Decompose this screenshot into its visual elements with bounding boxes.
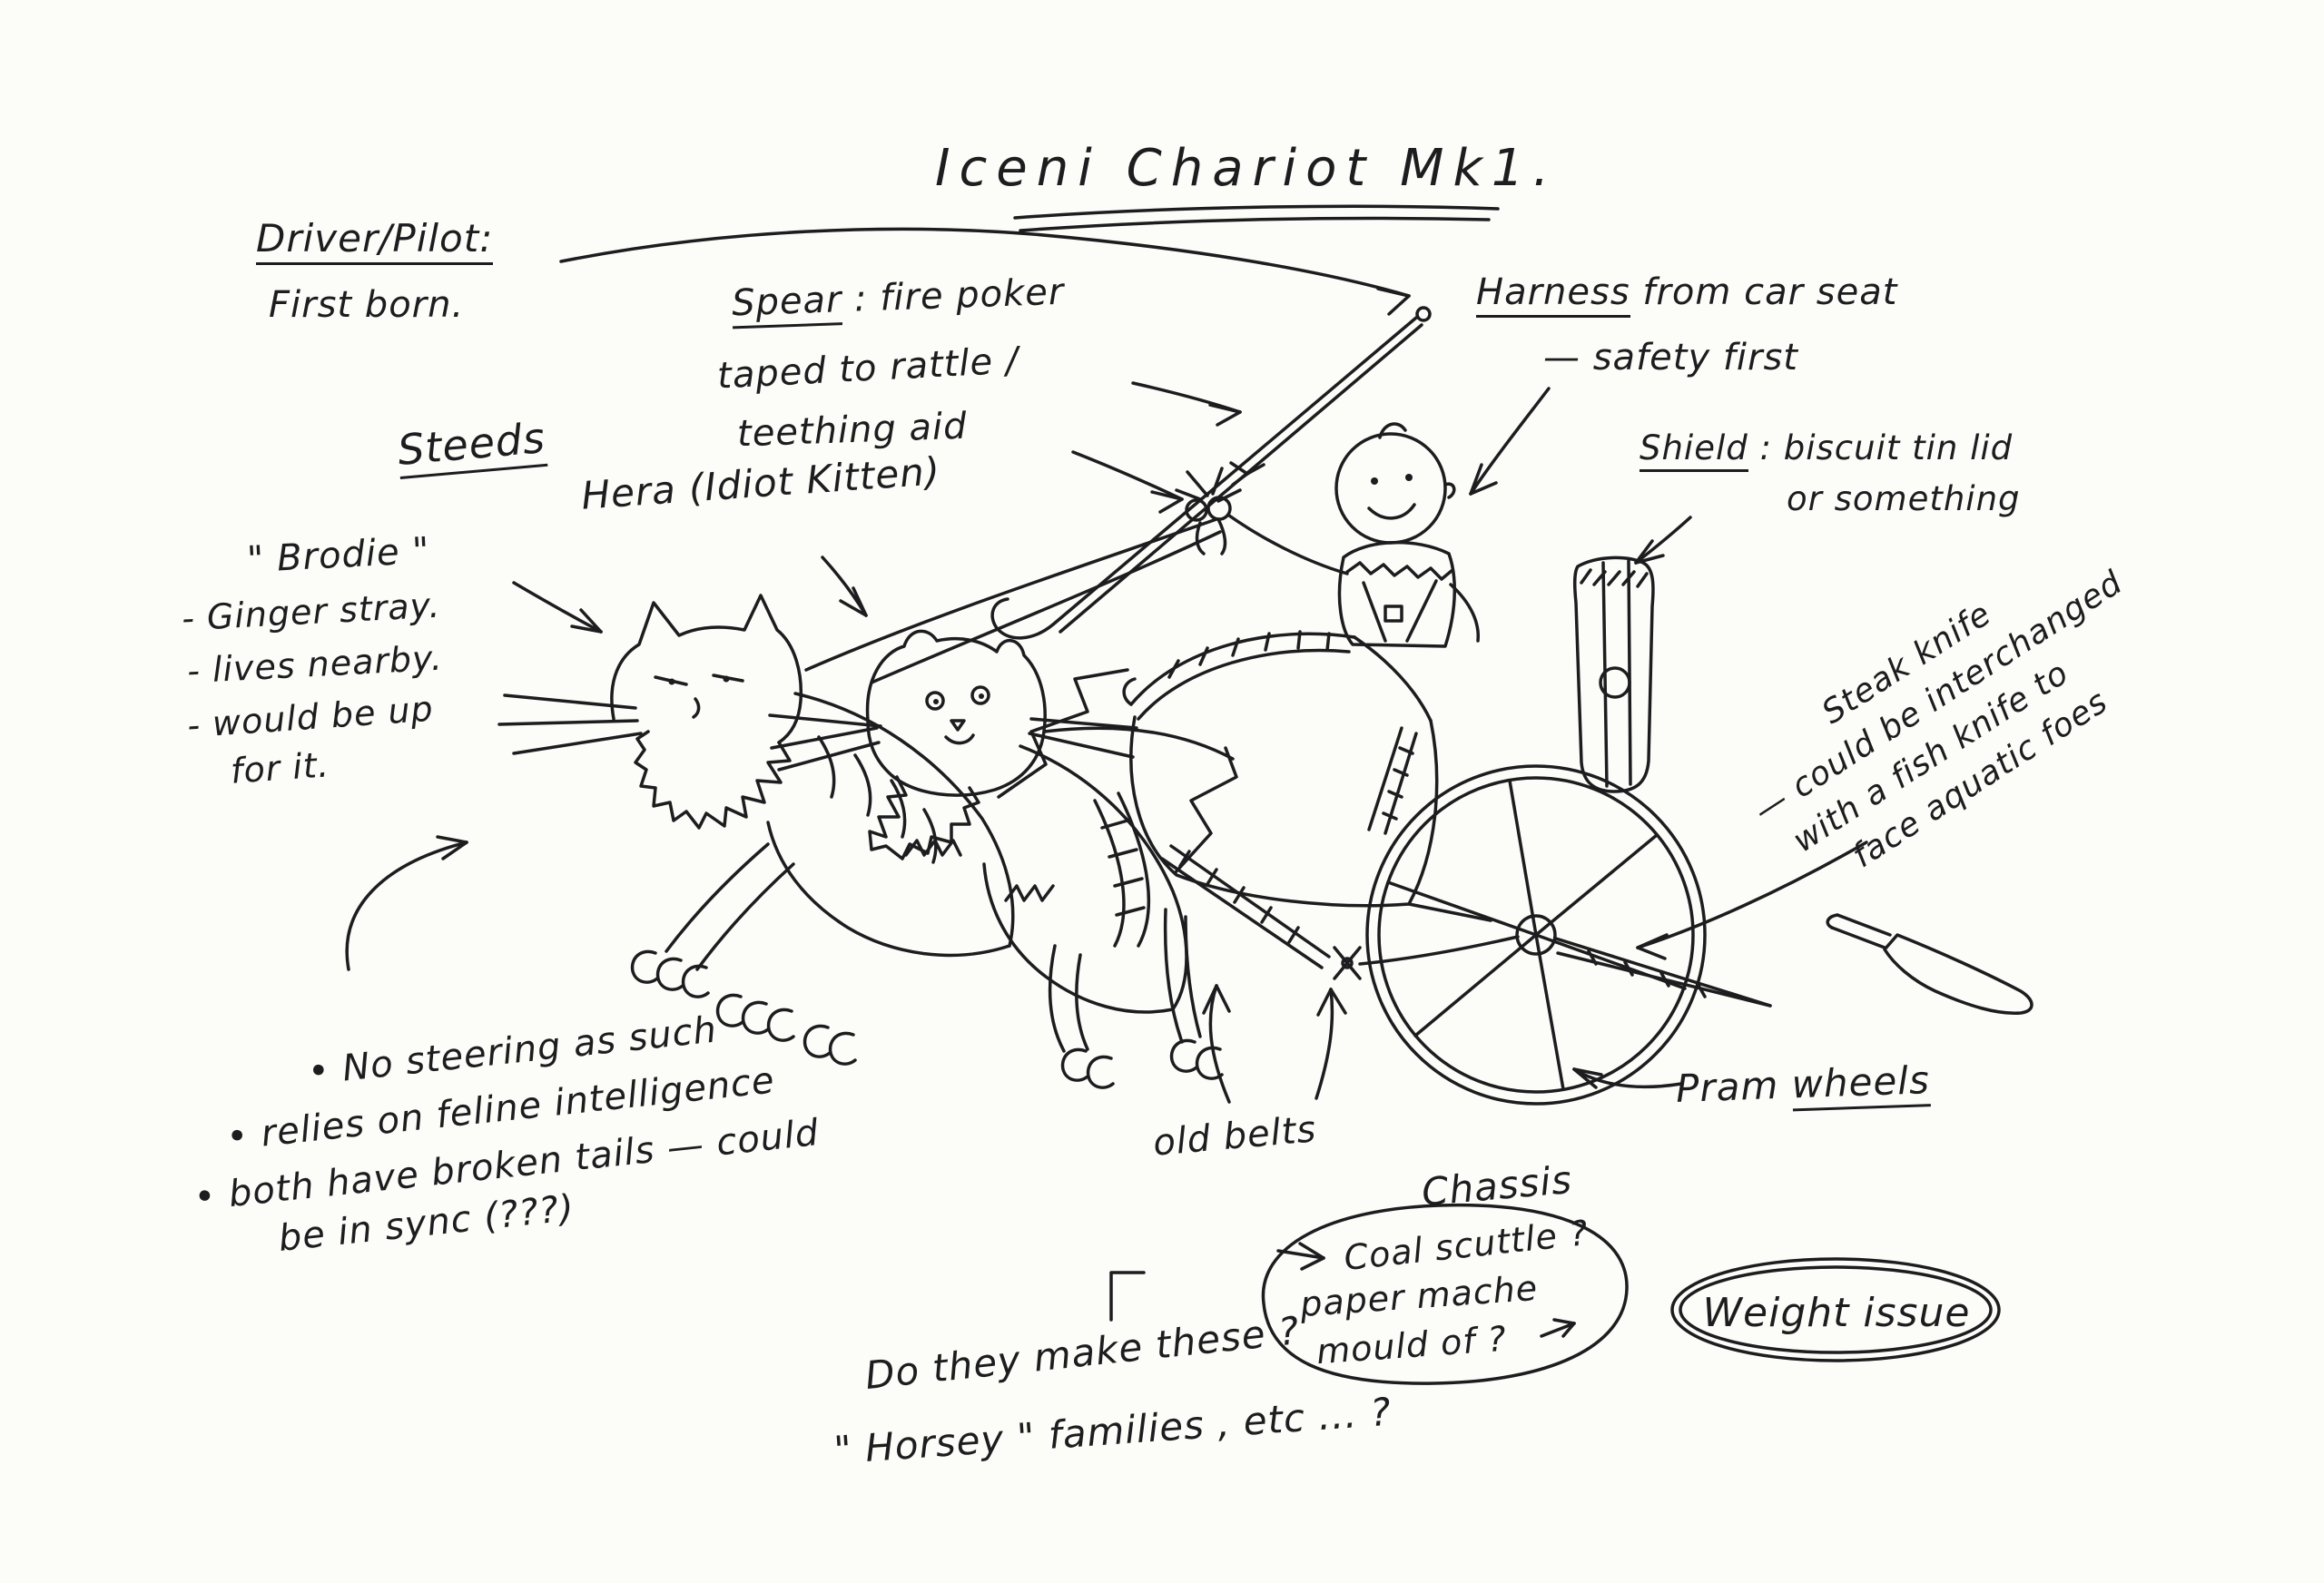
title-underline <box>1013 204 1500 232</box>
driver-pilot-heading-text: Driver/Pilot: <box>256 216 494 265</box>
knife-drawing <box>1826 913 2034 1015</box>
brodie-arrow <box>512 581 603 634</box>
old-belts-arrows <box>1202 984 1347 1104</box>
cat-brodie-drawing <box>497 594 1129 971</box>
shield-note-line2: or something <box>1787 479 2021 518</box>
harness-note-line1: Harness from car seat <box>1476 269 1898 318</box>
weight-issue-label: Weight issue <box>1702 1290 1971 1336</box>
reins-drawing <box>804 517 1235 761</box>
axle-blade-drawing <box>1554 937 1772 1008</box>
spear-heading-rest: : fire poker <box>841 270 1066 321</box>
wheel-drawing <box>1365 764 1707 1106</box>
cat-hera-drawing <box>770 629 1238 1053</box>
baby-driver-drawing <box>1206 422 1480 648</box>
chassis-bubble <box>1261 1203 1629 1385</box>
spear-arrows <box>1071 381 1242 514</box>
spear-drawing <box>990 306 1432 640</box>
shield-note-line1: Shield : biscuit tin lid <box>1640 427 2014 472</box>
hera-arrow <box>821 556 868 617</box>
paw-curls-drawing <box>630 949 1224 1089</box>
pram-wheels-arrow <box>1572 1067 1683 1089</box>
belt-strap-drawing <box>1160 844 1520 980</box>
harness-heading: Harness <box>1476 271 1630 318</box>
shield-heading: Shield <box>1640 428 1748 472</box>
spear-heading: Spear <box>731 279 843 329</box>
page-title: Iceni Chariot Mk1. <box>935 139 1559 198</box>
shield-heading-rest: : biscuit tin lid <box>1748 428 2014 467</box>
horsey-bracket <box>1109 1271 1146 1322</box>
harness-heading-rest: from car seat <box>1630 271 1898 313</box>
harness-note-line2: — safety first <box>1543 337 1798 379</box>
pram-wheels-prefix: Pram <box>1675 1062 1793 1111</box>
driver-pilot-heading: Driver/Pilot: <box>256 214 494 265</box>
shield-drawing <box>1572 556 1655 793</box>
driver-pilot-body: First born. <box>269 284 465 326</box>
harness-arrow <box>1469 387 1551 496</box>
pram-wheels-word: wheels <box>1790 1057 1931 1112</box>
steeds-heading: Steeds <box>395 411 548 479</box>
brodie-note-line4: for it. <box>229 744 331 792</box>
steering-swoosh-arrow <box>345 835 468 971</box>
chariot-drawing <box>1122 630 1492 922</box>
shield-arrow <box>1634 516 1692 565</box>
pram-wheels-label: Pram wheels <box>1675 1056 1931 1114</box>
driver-pilot-arrow <box>559 227 1411 316</box>
weight-issue-oval <box>1670 1257 2001 1362</box>
brodie-name: " Brodie " <box>245 529 431 582</box>
steak-knife-arrow <box>1636 841 1868 960</box>
